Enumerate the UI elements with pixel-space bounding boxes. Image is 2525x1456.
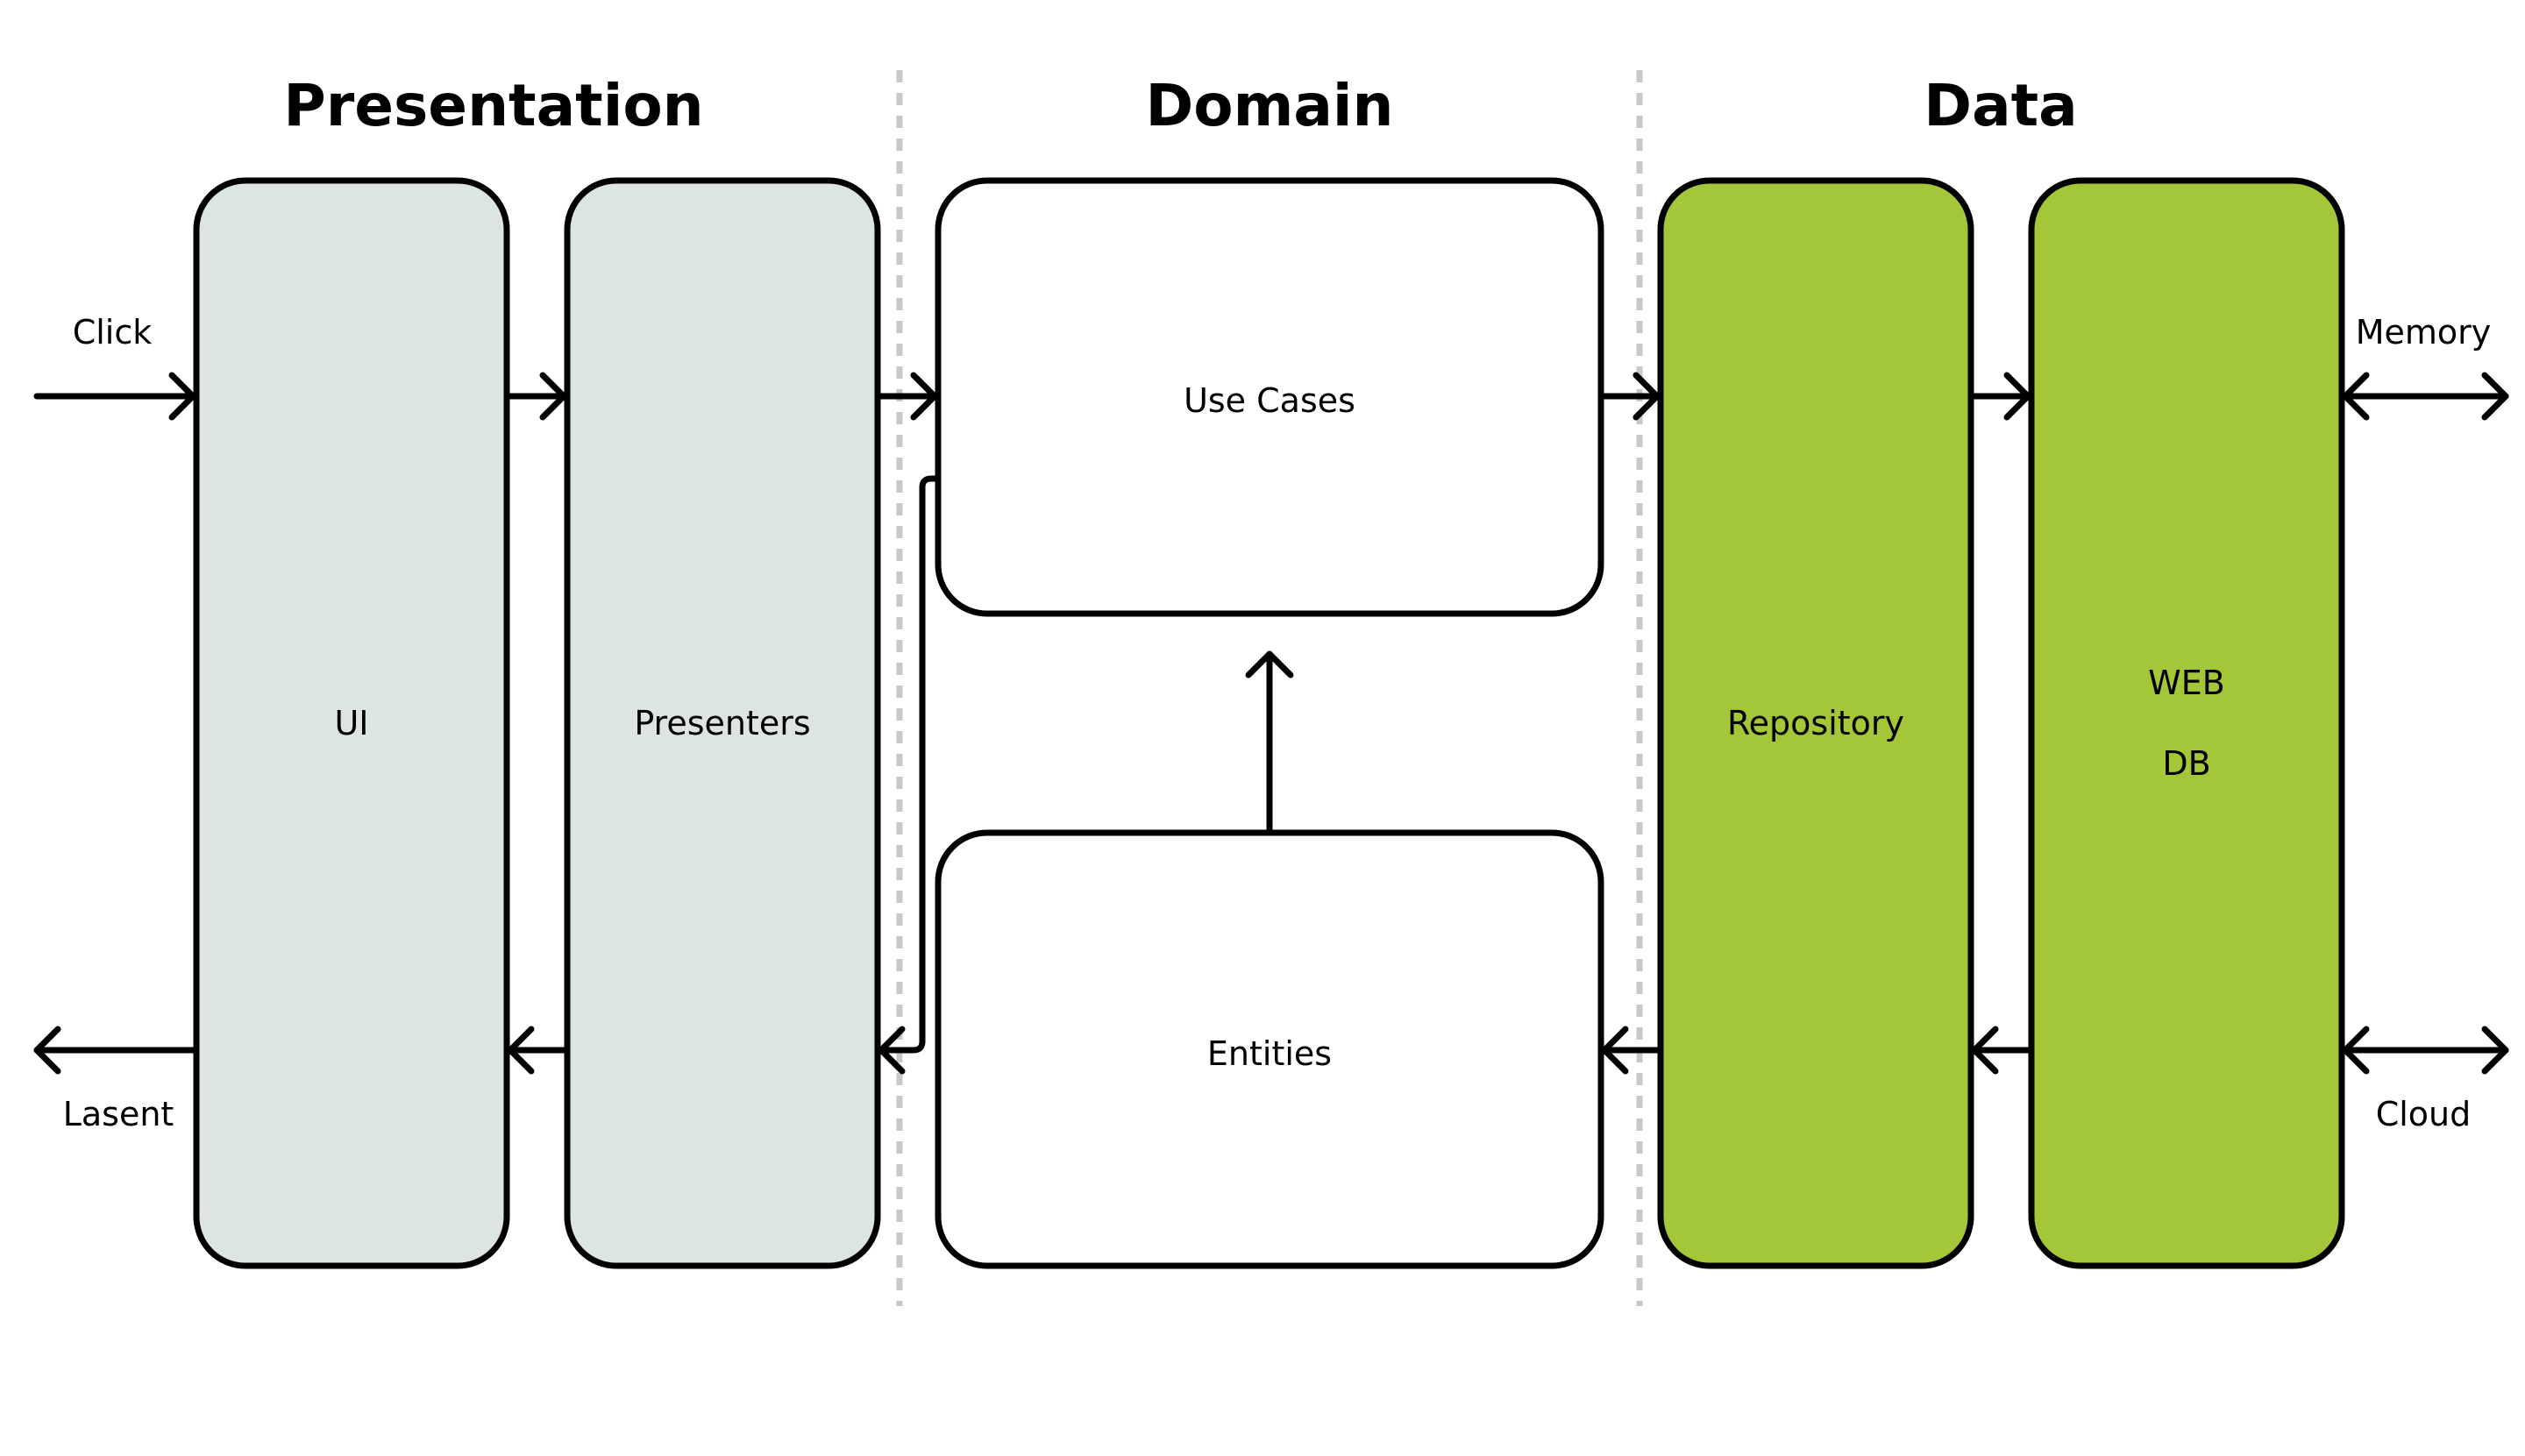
box-label-entities: Entities (1207, 1034, 1332, 1073)
arrow-presenters-to-use-cases (878, 372, 938, 421)
arrow-cloud-bidirectional (2342, 1026, 2509, 1075)
edge-label-lasent: Lasent (63, 1095, 174, 1133)
box-label-presenters: Presenters (634, 704, 810, 742)
arrow-memory-bidirectional (2342, 372, 2509, 421)
arrow-web-db-to-repository (1971, 1026, 2031, 1075)
section-title-data: Data (1924, 72, 2077, 139)
arrow-click-to-ui (33, 372, 196, 421)
box-repository (1657, 177, 1974, 1269)
arrow-repository-to-entities (1601, 1026, 1661, 1075)
arrow-use-cases-to-presenters (878, 475, 938, 1075)
box-label-ui: UI (334, 704, 368, 742)
box-label-repository: Repository (1727, 704, 1904, 742)
arrow-ui-to-lasent (33, 1026, 196, 1075)
edge-label-click: Click (73, 313, 153, 352)
arrow-entities-to-use-cases (1245, 650, 1294, 833)
edge-label-memory: Memory (2356, 313, 2492, 352)
box-label-web: WEB (2148, 664, 2225, 702)
box-web-db (2028, 177, 2345, 1269)
box-entities (935, 829, 1604, 1269)
box-label-db: DB (2162, 744, 2210, 783)
arrow-repository-to-web-db (1971, 372, 2031, 421)
arrow-presenters-to-ui (507, 1026, 567, 1075)
section-title-presentation: Presentation (283, 72, 703, 139)
edge-label-cloud: Cloud (2376, 1095, 2472, 1133)
box-use-cases (935, 177, 1604, 617)
arrow-use-cases-to-repository (1601, 372, 1661, 421)
box-label-use-cases: Use Cases (1184, 381, 1355, 420)
box-ui (193, 177, 510, 1269)
section-title-domain: Domain (1145, 72, 1393, 139)
arrow-ui-to-presenters (507, 372, 567, 421)
box-presenters (564, 177, 881, 1269)
